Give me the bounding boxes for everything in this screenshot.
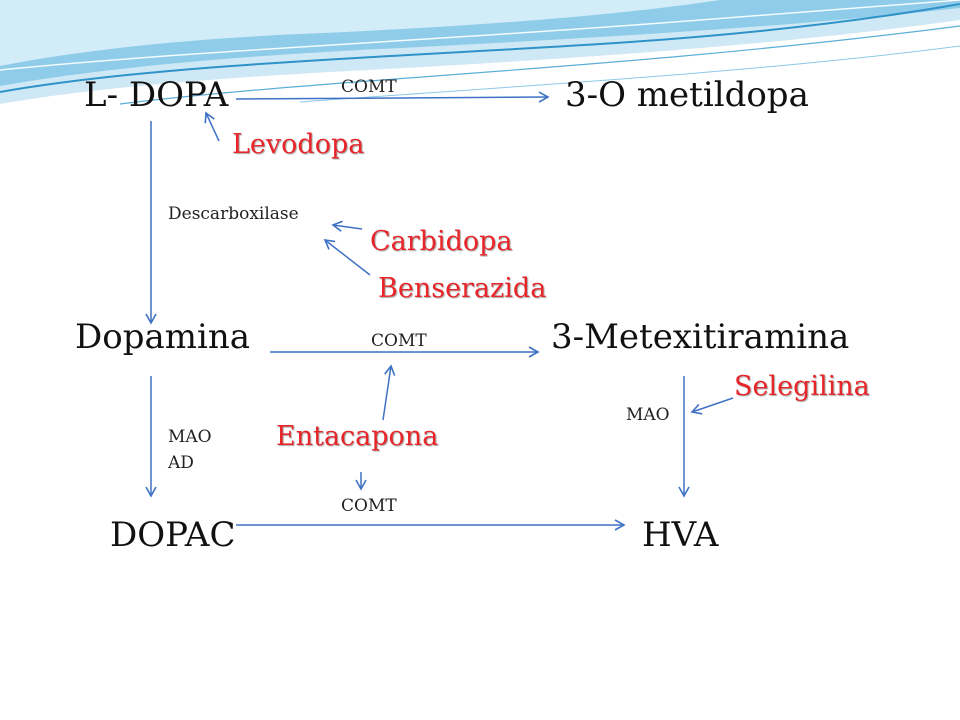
enzyme-comt-mid: COMT xyxy=(371,331,427,351)
drug-carbidopa: Carbidopa xyxy=(370,226,513,257)
arrow-ldopa-to-metildopa xyxy=(235,91,550,103)
arrow-carbidopa-to-descarboxilase xyxy=(331,220,363,232)
wave-light-overlay xyxy=(0,0,720,66)
enzyme-comt-top: COMT xyxy=(341,77,397,97)
enzyme-mao: MAO xyxy=(626,405,670,425)
drug-selegilina: Selegilina xyxy=(734,371,870,402)
wave-thin-line-2 xyxy=(299,45,960,103)
node-3-o-metildopa: 3-O metildopa xyxy=(565,75,809,115)
drug-levodopa: Levodopa xyxy=(232,129,365,160)
arrow-selegilina-to-mao xyxy=(690,397,734,415)
drug-benserazida: Benserazida xyxy=(378,273,547,304)
drug-entacapona: Entacapona xyxy=(276,421,439,452)
node-dopac: DOPAC xyxy=(110,515,236,555)
enzyme-comt-bottom: COMT xyxy=(341,496,397,516)
wave-thin-line-1 xyxy=(119,25,960,105)
enzyme-descarboxilase: Descarboxilase xyxy=(168,204,299,224)
enzyme-mao-ad: MAO AD xyxy=(168,427,212,474)
wave-thin-line-3 xyxy=(0,0,960,71)
node-l-dopa: L- DOPA xyxy=(84,75,229,115)
arrow-benserazida-to-descarboxilase xyxy=(323,238,371,276)
header-wave-decoration xyxy=(0,0,960,105)
node-dopamina: Dopamina xyxy=(75,317,251,357)
arrow-entacapona-to-comt-mid xyxy=(382,364,396,421)
node-3-metexitiramina: 3-Metexitiramina xyxy=(551,317,850,357)
arrow-levodopa-to-ldopa xyxy=(204,111,220,142)
wave-dark-line xyxy=(0,3,960,93)
node-hva: HVA xyxy=(642,515,719,555)
